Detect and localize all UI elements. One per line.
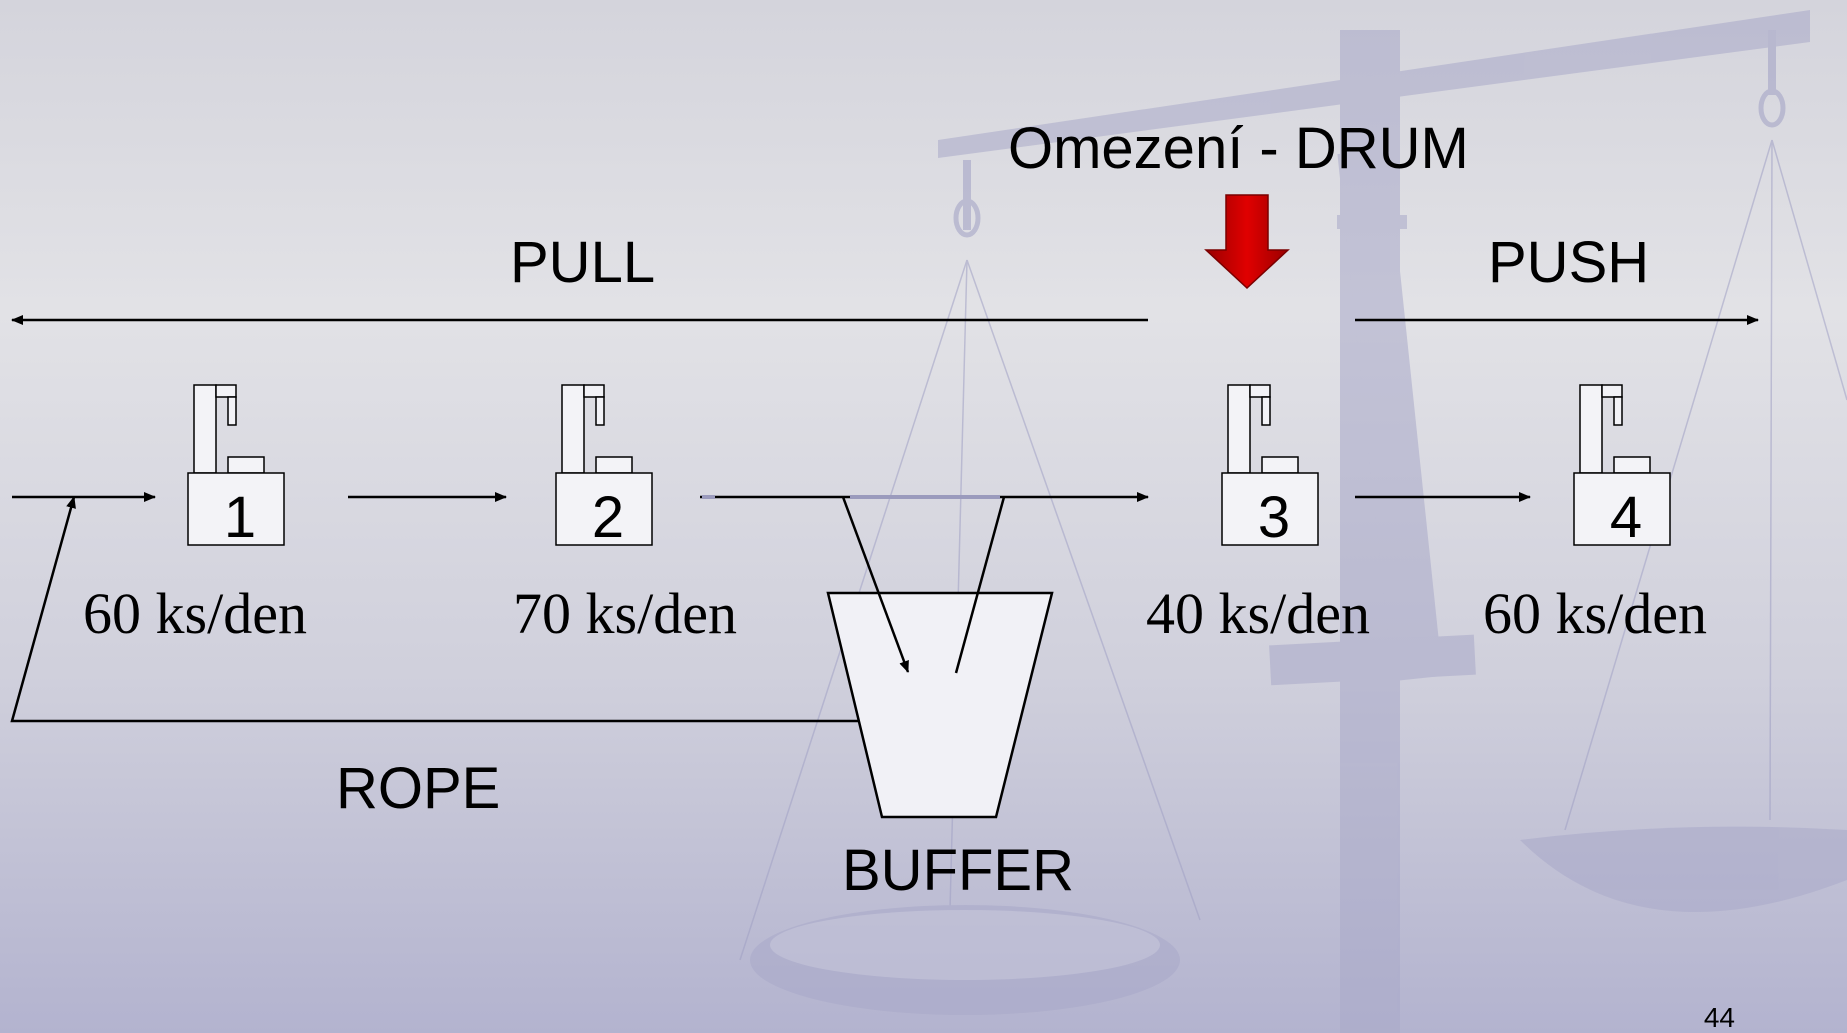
machine-1-rate: 60 ks/den: [83, 581, 307, 646]
machine-4: 4: [1573, 384, 1671, 550]
machine-icon: [187, 384, 285, 546]
machine-icon: [1573, 384, 1671, 546]
constraint-label: Omezení - DRUM: [1008, 116, 1469, 181]
machine-number: 2: [592, 485, 624, 550]
machine-3: 3: [1221, 384, 1319, 550]
rope-label: ROPE: [336, 756, 500, 821]
buffer-in-arrow: [841, 496, 910, 673]
machine-1: 1: [187, 384, 285, 550]
machine-2: 2: [555, 384, 653, 550]
machine-2-rate: 70 ks/den: [513, 581, 737, 646]
buffer-bin: [826, 591, 1054, 819]
rope-line: [10, 496, 858, 723]
push-label: PUSH: [1488, 230, 1649, 295]
machine-3-rate: 40 ks/den: [1146, 581, 1370, 646]
scale-watermark-icon: [739, 10, 1847, 1033]
machine-number: 1: [224, 485, 256, 550]
pull-label: PULL: [510, 230, 655, 295]
slide-number: 44: [1704, 1002, 1735, 1033]
down-arrow-icon: [1204, 194, 1290, 290]
machine-icon: [1221, 384, 1319, 546]
machine-number: 4: [1610, 485, 1642, 550]
buffer-label: BUFFER: [842, 838, 1074, 903]
machine-4-rate: 60 ks/den: [1483, 581, 1707, 646]
machine-icon: [555, 384, 653, 546]
buffer-out-line: [954, 496, 1006, 674]
machine-number: 3: [1258, 485, 1290, 550]
